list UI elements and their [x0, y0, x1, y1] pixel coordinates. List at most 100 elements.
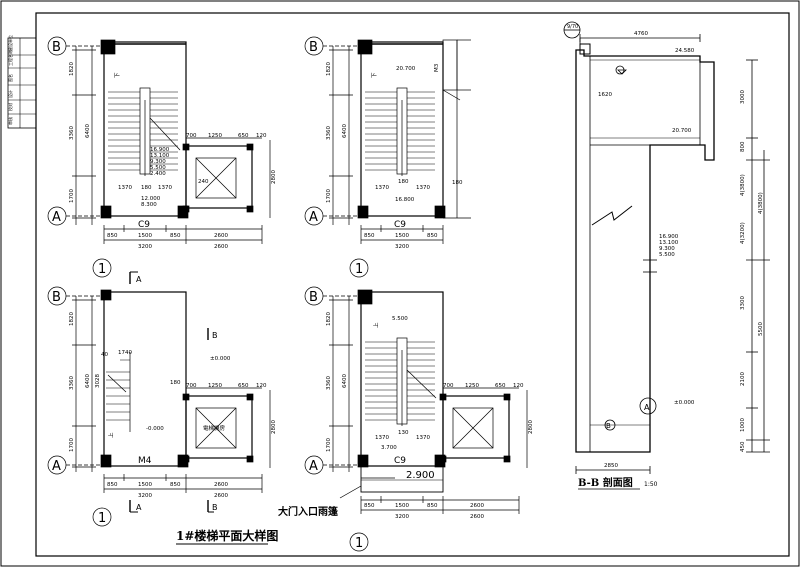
p1-stair-1370a: 1370 [118, 185, 132, 191]
p1-window-c9: C9 [138, 220, 150, 230]
sec-dim-450: 450 [740, 441, 746, 452]
sec-dim-4x3800: 4(3800) [740, 174, 746, 196]
p2-dim-1700: 1700 [326, 189, 332, 203]
p1-level-8300: 8.300 [141, 202, 157, 208]
p3-1740: 1740 [118, 350, 132, 356]
p4-level-low: 3.700 [381, 445, 397, 451]
p1-bot-850b: 850 [170, 233, 181, 239]
sec-level-0: ±0.000 [674, 400, 695, 406]
section-title: B-B 剖面图 [578, 476, 633, 489]
p4-bot-2600b: 2600 [470, 514, 484, 520]
tb-3: 图名 [7, 74, 13, 82]
sec-axis-num: 9/70 [567, 24, 578, 30]
p2-bot-850a: 850 [364, 233, 375, 239]
p2-stair-1370b: 1370 [416, 185, 430, 191]
p4-dim-6400: 6400 [342, 374, 348, 388]
p1-shaft-2800: 2800 [271, 170, 277, 184]
axis-a-3: A [52, 459, 61, 474]
section-bb [563, 21, 770, 474]
p1-bot-2600a: 2600 [214, 233, 228, 239]
sec-level-5500: 5.500 [659, 252, 675, 258]
sec-outer-3800: 4(3800) [758, 192, 764, 214]
p1-level-2400: 2.400 [150, 171, 166, 177]
p2-stair-180: 180 [398, 179, 409, 185]
axis-b-1: B [52, 40, 61, 55]
p2-stair-1370a: 1370 [375, 185, 389, 191]
sec-level-9300: 9.300 [659, 246, 675, 252]
sec-level-20700: 20.700 [672, 128, 692, 134]
sec-dim-3300: 3300 [740, 296, 746, 310]
tb-5: 校对 [7, 103, 13, 111]
p1-dim-6400: 6400 [85, 124, 91, 138]
section-scale: 1:50 [644, 481, 658, 488]
p1-level-9300: 9.300 [150, 159, 166, 165]
p1-down: 下 [114, 72, 121, 78]
p2-dim-6400: 6400 [342, 124, 348, 138]
title-block: 建设单位 工程名称 图名 设计 校对 审核 [7, 35, 37, 129]
section-a-bottom: A [136, 503, 142, 512]
p3-shaft-700: 700 [186, 383, 197, 389]
main-caption: 1#楼梯平面大样图 [176, 528, 278, 543]
p1-bot-3200: 3200 [138, 244, 152, 250]
p3-dim-3360: 3360 [69, 376, 75, 390]
axis-b-3: B [52, 290, 61, 305]
p3-bot-2600b: 2600 [214, 493, 228, 499]
p4-bot-1500: 1500 [395, 503, 409, 509]
plan-3-text: B A 1 A B A B 1820 3360 1700 6400 3028 1… [52, 275, 277, 526]
p3-dim-3028: 3028 [95, 374, 101, 388]
plan-1 [47, 36, 271, 278]
sec-axis-b: B [606, 422, 611, 430]
sec-dim-1000: 1000 [740, 418, 746, 432]
sec-dim-4x3200: 4(3200) [740, 222, 746, 244]
p4-up: 上 [372, 322, 380, 328]
plan-2-text: B A 1 1820 3360 1700 6400 20.700 下 M3 13… [309, 40, 463, 277]
p4-shaft-700: 700 [443, 383, 454, 389]
section-bb-text: 9/70 A B 4760 1620 24.580 20.700 16.900 … [567, 24, 764, 490]
p2-bot-1500: 1500 [395, 233, 409, 239]
sec-level-24580: 24.580 [675, 48, 695, 54]
p2-bot-850b: 850 [427, 233, 438, 239]
p1-stair-180: 180 [141, 185, 152, 191]
sec-top-dim: 4760 [634, 31, 648, 37]
p3-shaft-650: 650 [238, 383, 249, 389]
p1-level-13100: 13.100 [150, 153, 170, 159]
p3-shaft-1250: 1250 [208, 383, 222, 389]
p4-level-mid: 5.500 [392, 316, 408, 322]
p4-stair-1370b: 1370 [416, 435, 430, 441]
tb-6: 审核 [7, 117, 13, 125]
p2-door-m3: M3 [434, 63, 440, 72]
sec-1620: 1620 [598, 92, 612, 98]
sec-bottom-dim: 2850 [604, 463, 618, 469]
plan-2 [304, 36, 471, 278]
drawing-frame [35, 12, 790, 557]
p4-stair-130: 130 [398, 430, 409, 436]
sec-level-13100: 13.100 [659, 240, 679, 246]
p3-up: 上 [107, 432, 115, 438]
tb-2: 工程名称 [7, 50, 13, 66]
tb-4: 设计 [7, 90, 13, 98]
p1-shaft-120: 120 [256, 133, 267, 139]
p2-dim-1820: 1820 [326, 62, 332, 76]
p3-40: 40 [101, 352, 108, 358]
p4-shaft-650: 650 [495, 383, 506, 389]
p2-level-mid: 16.800 [395, 197, 415, 203]
p3-door-m4: M4 [138, 456, 152, 466]
p1-shaft-700: 700 [186, 133, 197, 139]
p3-bot-3200: 3200 [138, 493, 152, 499]
p2-window-c9: C9 [394, 220, 406, 230]
axis-b-2: B [309, 40, 318, 55]
p3-bot-2600a: 2600 [214, 482, 228, 488]
p3-bot-850b: 850 [170, 482, 181, 488]
p2-down: 下 [371, 72, 378, 78]
axis-b-4: B [309, 290, 318, 305]
p3-bot-850a: 850 [107, 482, 118, 488]
section-b-top: B [212, 331, 218, 340]
section-b-bottom: B [212, 503, 218, 512]
plan-3 [47, 271, 271, 527]
axis-1-3: 1 [98, 511, 106, 526]
p1-dim-1700: 1700 [69, 189, 75, 203]
canopy-label: 大门入口雨篷 [278, 505, 339, 518]
p3-dim-6400: 6400 [85, 374, 91, 388]
p3-dim-1820: 1820 [69, 312, 75, 326]
